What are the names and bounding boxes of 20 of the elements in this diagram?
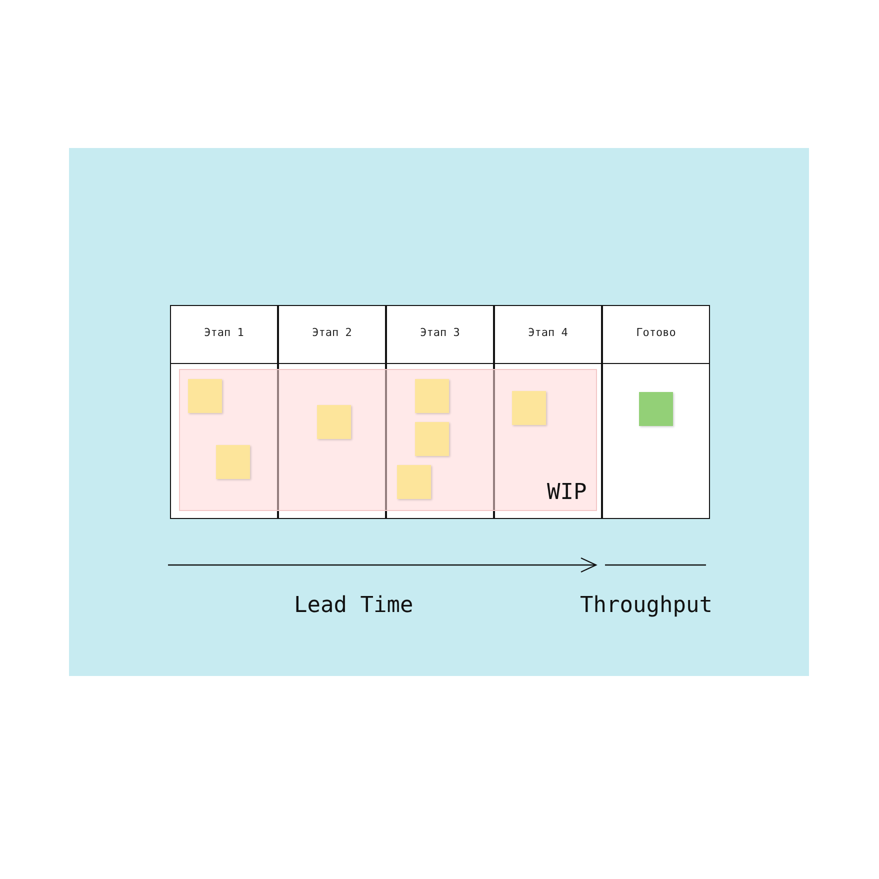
sticky-note: [512, 391, 546, 425]
sticky-note: [639, 392, 673, 426]
column-header: Этап 2: [311, 326, 353, 339]
sticky-note: [188, 379, 222, 413]
board-column: [494, 305, 602, 519]
board-column: [278, 305, 386, 519]
column-header: Этап 1: [203, 326, 245, 339]
column-header: Готово: [635, 326, 677, 339]
sticky-note: [317, 405, 351, 439]
sticky-note: [397, 465, 431, 499]
wip-label: WIP: [547, 480, 587, 505]
board-column: [170, 305, 278, 519]
sticky-note: [415, 379, 449, 413]
column-header: Этап 3: [419, 326, 461, 339]
measure-label: Throughput: [580, 593, 712, 618]
measure-label: Lead Time: [294, 593, 414, 618]
sticky-note: [216, 445, 250, 479]
sticky-note: [415, 422, 449, 456]
board-column: [602, 305, 710, 519]
column-header: Этап 4: [527, 326, 569, 339]
